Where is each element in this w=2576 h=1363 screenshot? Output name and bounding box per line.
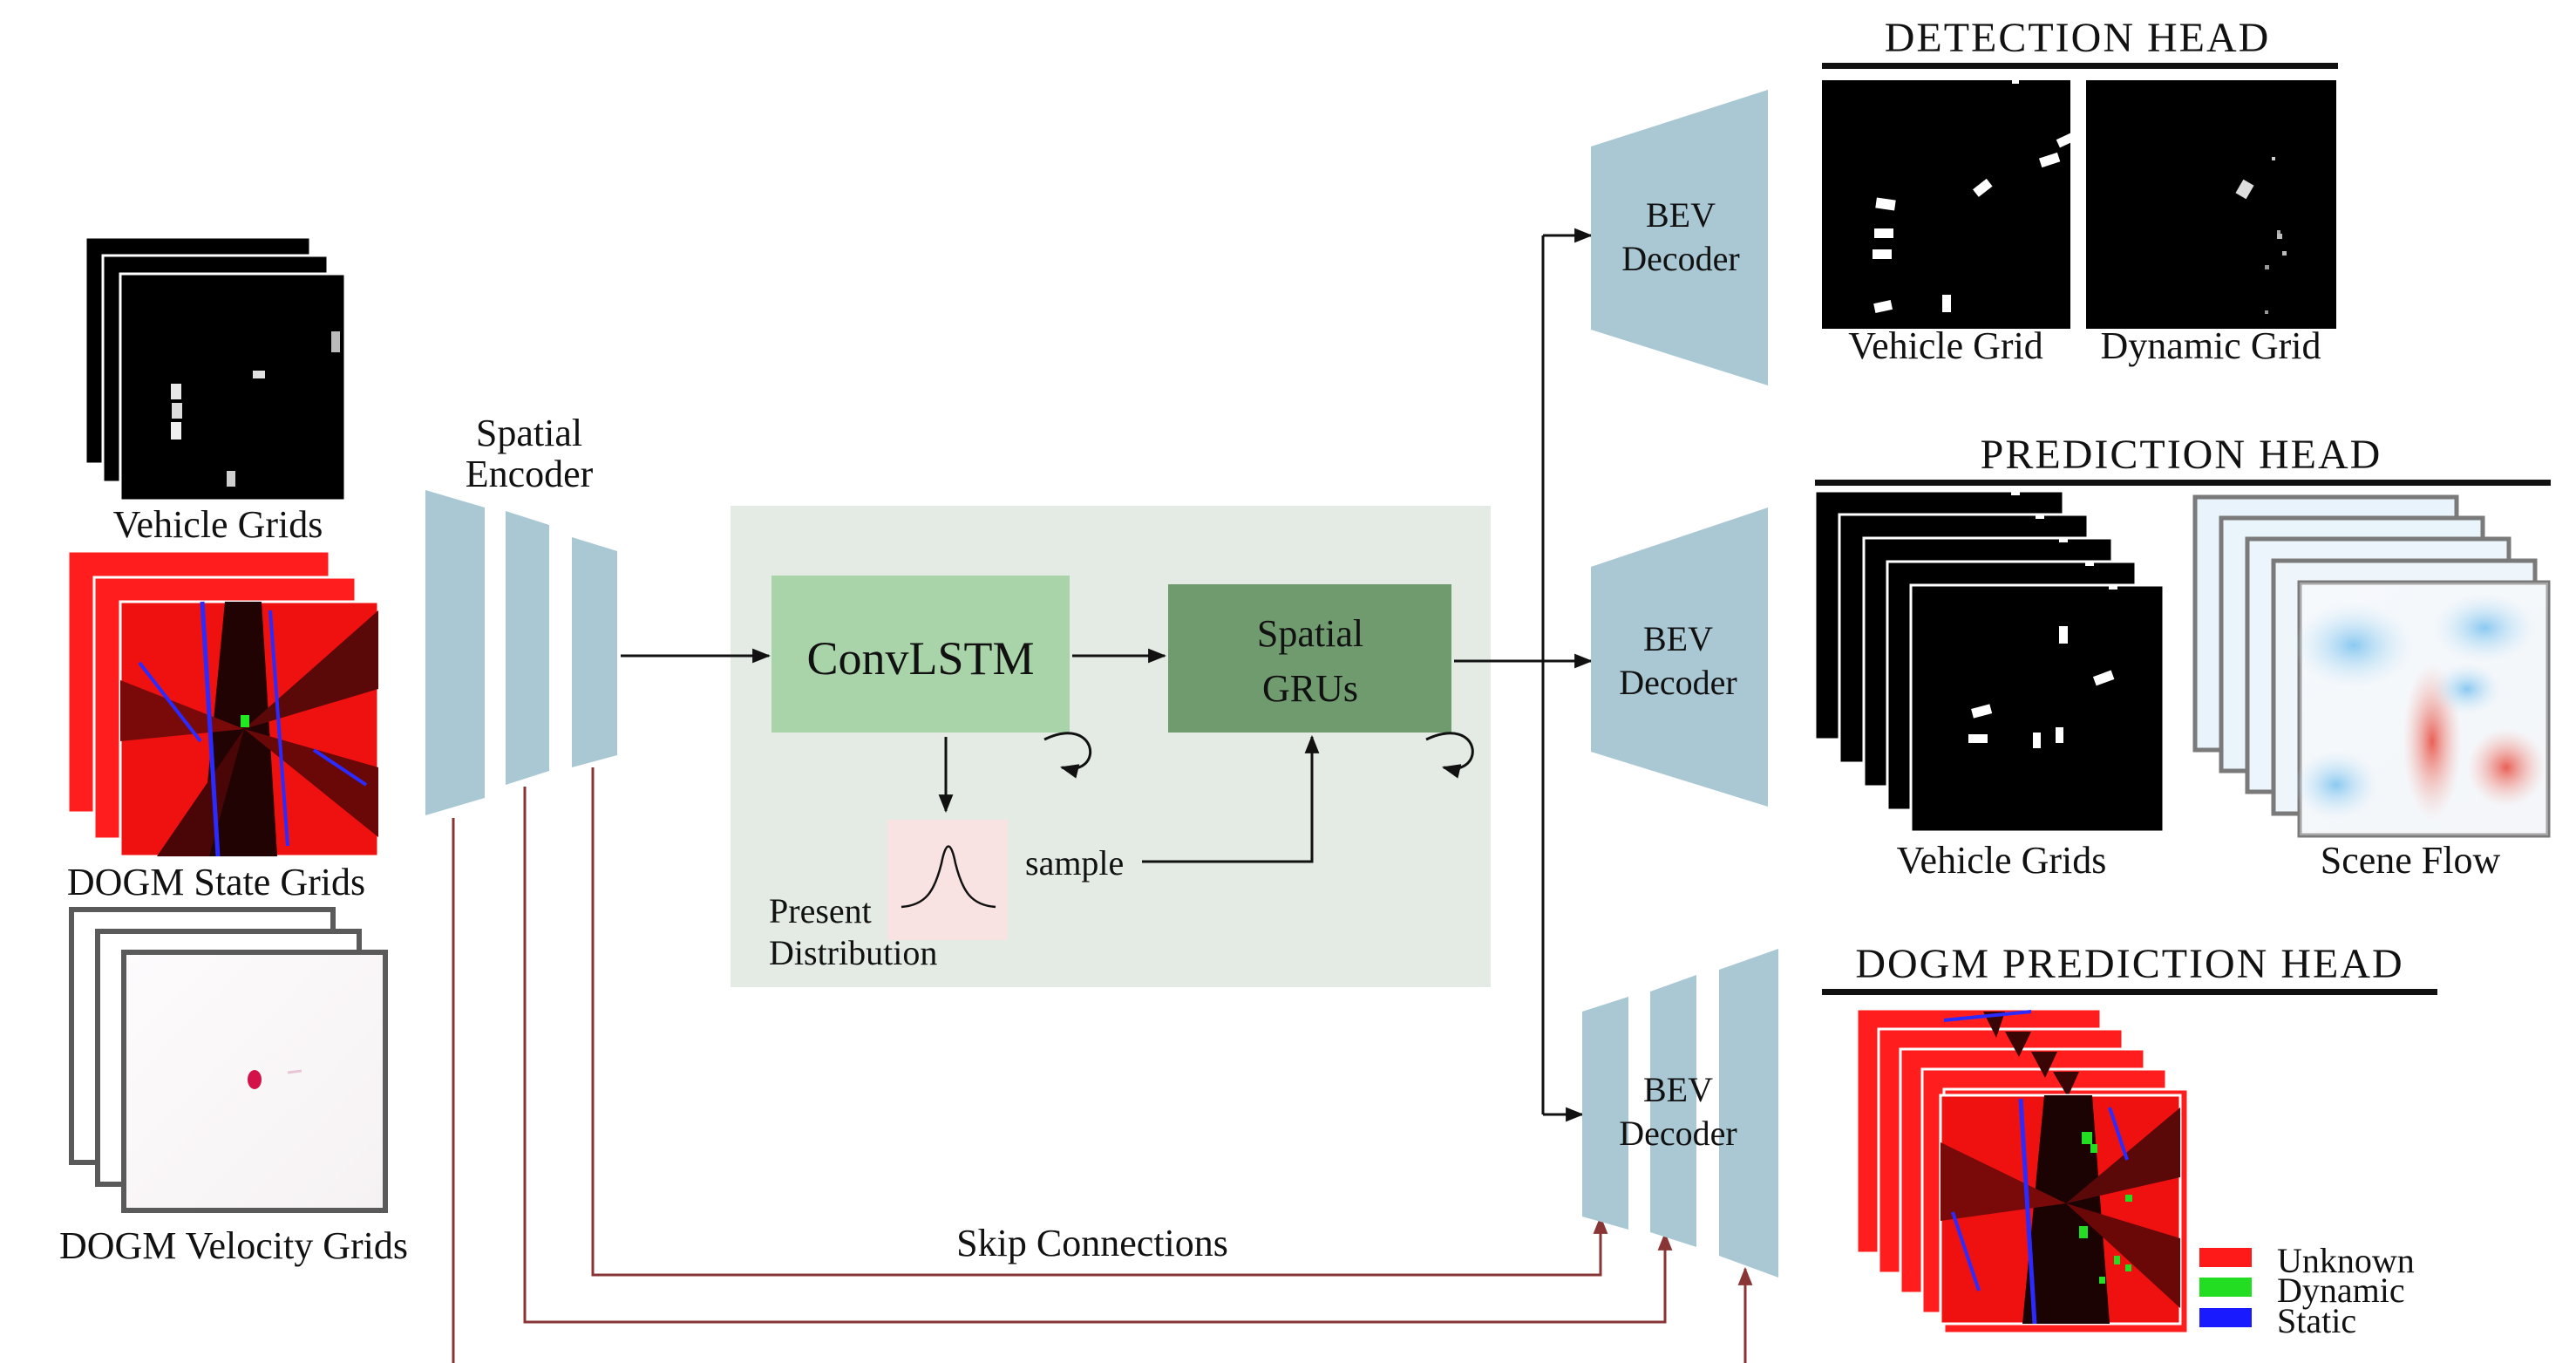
bev-decoder-detection xyxy=(1591,90,1768,385)
detection-head-rule xyxy=(1822,63,2338,69)
convlstm-recurrence-arrow xyxy=(1043,732,1092,779)
spatial-encoder-label-line1: Spatial xyxy=(475,412,583,454)
convlstm-block xyxy=(771,576,1070,733)
prediction-head-title: PREDICTION HEAD xyxy=(1980,432,2382,478)
detection-dynamic-grid-label: Dynamic Grid xyxy=(2100,324,2321,367)
legend-static-label: Static xyxy=(2277,1301,2357,1340)
present-distribution-box xyxy=(887,820,1008,940)
bev-decoder-dogm-label-line1: BEV xyxy=(1643,1070,1713,1109)
legend-static-swatch xyxy=(2199,1308,2252,1327)
dogm-state-grids-label: DOGM State Grids xyxy=(66,861,366,903)
detection-vehicle-grid-label: Vehicle Grid xyxy=(1848,324,2043,367)
spatial-encoder-label-line2: Encoder xyxy=(465,453,594,495)
prediction-head-rule xyxy=(1815,480,2551,486)
grus-recurrence-arrow xyxy=(1425,732,1474,779)
present-distribution-label-line2: Distribution xyxy=(769,933,938,972)
bev-decoder-prediction-label-line2: Decoder xyxy=(1619,663,1737,702)
bev-decoder-prediction xyxy=(1591,508,1768,807)
flow-arrows xyxy=(621,228,1594,1122)
legend-unknown-swatch xyxy=(2199,1248,2252,1267)
bev-decoder-detection-label-line2: Decoder xyxy=(1621,239,1740,278)
input-vehicle-grids xyxy=(84,235,347,502)
prediction-vehicle-grids-label: Vehicle Grids xyxy=(1896,839,2107,882)
bev-decoder-dogm-label-line2: Decoder xyxy=(1619,1114,1737,1153)
legend-unknown-label: Unknown xyxy=(2277,1241,2415,1280)
input-dogm-state-grids xyxy=(66,549,380,858)
bev-decoder-dogm xyxy=(1582,949,1778,1278)
dogm-prediction-grids-image xyxy=(1855,1007,2190,1335)
dogm-prediction-head-title: DOGM PREDICTION HEAD xyxy=(1855,941,2404,987)
spatial-grus-block xyxy=(1168,584,1451,733)
legend-dynamic-swatch xyxy=(2199,1278,2252,1297)
scene-flow-image xyxy=(2192,494,2551,838)
dogm-prediction-head-rule xyxy=(1822,989,2437,995)
detection-head-title: DETECTION HEAD xyxy=(1884,15,2271,61)
vehicle-grids-input-label: Vehicle Grids xyxy=(112,503,323,546)
present-distribution-label-line1: Present xyxy=(769,891,872,930)
spatial-grus-label-line1: Spatial xyxy=(1256,612,1364,655)
spatial-encoder xyxy=(425,490,617,815)
dogm-velocity-grids-label: DOGM Velocity Grids xyxy=(58,1224,409,1267)
skip-connection-arrows xyxy=(452,767,1753,1363)
sample-label: sample xyxy=(1025,843,1125,883)
convlstm-label: ConvLSTM xyxy=(806,632,1035,685)
gaussian-curve xyxy=(901,845,996,909)
bev-decoder-prediction-label-line1: BEV xyxy=(1643,619,1713,658)
spatial-grus-label-line2: GRUs xyxy=(1261,667,1359,710)
input-dogm-velocity-grids xyxy=(69,907,388,1213)
prediction-vehicle-grids-image xyxy=(1813,489,2165,834)
detection-dynamic-grid-image xyxy=(2086,80,2336,329)
skip-connections-label: Skip Connections xyxy=(956,1222,1228,1264)
bev-decoder-detection-label-line1: BEV xyxy=(1646,195,1716,235)
scene-flow-label: Scene Flow xyxy=(2320,839,2501,882)
legend-dynamic-label: Dynamic xyxy=(2277,1271,2405,1310)
detection-vehicle-grid-image xyxy=(1822,78,2075,329)
